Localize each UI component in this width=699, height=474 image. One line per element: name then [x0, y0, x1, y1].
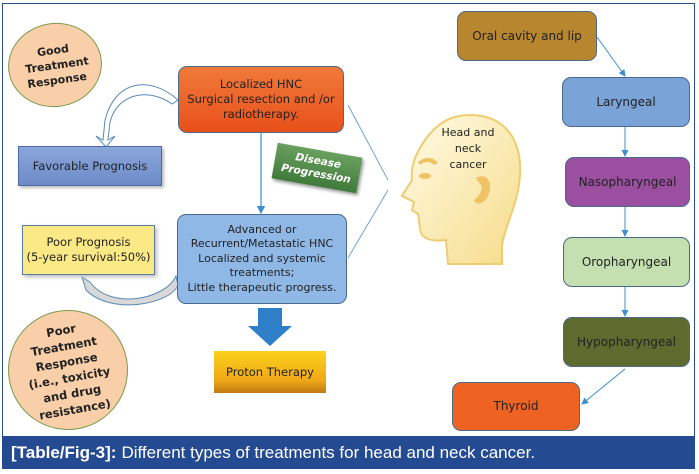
hypo-label: Hypopharyngeal — [577, 334, 676, 349]
type-oropharyngeal: Oropharyngeal — [563, 237, 690, 287]
curved-arrow-poor — [81, 274, 179, 306]
naso-label: Nasopharyngeal — [578, 174, 677, 189]
type-oral-cavity: Oral cavity and lip — [457, 11, 597, 61]
arrow-hypo-thyroid — [581, 368, 626, 405]
good-response-label: Good Treatment Response — [24, 41, 90, 91]
proton-label: Proton Therapy — [225, 364, 314, 379]
head-label: Head and neck cancer — [438, 125, 498, 173]
head-label-1: Head and — [441, 126, 495, 139]
down-arrow-proton — [248, 308, 292, 346]
connector-localized-head — [347, 104, 389, 181]
localized-line-1: Localized HNC — [219, 77, 303, 91]
figure-caption: [Table/Fig-3]:Different types of treatme… — [2, 436, 695, 469]
localized-line-2: Surgical resection and /or — [187, 92, 335, 106]
connector-advanced-head — [347, 189, 389, 259]
type-nasopharyngeal: Nasopharyngeal — [565, 157, 690, 207]
laryngeal-label: Laryngeal — [596, 94, 656, 109]
oral-label: Oral cavity and lip — [472, 28, 582, 43]
poor-prognosis-line-2: (5-year survival:50%) — [26, 250, 151, 264]
caption-text: Different types of treatments for head a… — [121, 442, 536, 462]
advanced-line-3: Localized and systemic — [198, 251, 326, 265]
ear-icon — [474, 176, 491, 204]
arrow-oral-laryngeal — [596, 36, 626, 77]
curved-arrow-favorable — [95, 84, 179, 148]
poor-prognosis-line-1: Poor Prognosis — [46, 235, 131, 249]
type-thyroid: Thyroid — [452, 382, 580, 431]
advanced-line-2: Recurrent/Metastatic HNC — [190, 237, 334, 251]
head-label-2: neck — [454, 142, 482, 155]
head-icon — [400, 113, 522, 265]
poor-prognosis-box: Poor Prognosis(5-year survival:50%) — [22, 225, 155, 275]
oro-label: Oropharyngeal — [581, 254, 672, 269]
thyroid-label: Thyroid — [493, 399, 539, 413]
favorable-label: Favorable Prognosis — [32, 158, 148, 173]
localized-line-3: radiotherapy. — [222, 107, 300, 121]
type-laryngeal: Laryngeal — [562, 77, 690, 127]
eye-icon — [419, 173, 431, 179]
favorable-prognosis-box: Favorable Prognosis — [18, 146, 162, 186]
advanced-line-4: treatments; — [229, 266, 295, 280]
caption-label: [Table/Fig-3]: — [11, 442, 117, 462]
advanced-line-1: Advanced or — [227, 222, 297, 236]
advanced-line-5: Little therapeutic progress. — [187, 280, 337, 294]
eyebrow-icon — [418, 157, 438, 165]
head-label-3: cancer — [449, 158, 487, 171]
type-hypopharyngeal: Hypopharyngeal — [563, 317, 690, 367]
proton-therapy-box: Proton Therapy — [214, 351, 326, 393]
